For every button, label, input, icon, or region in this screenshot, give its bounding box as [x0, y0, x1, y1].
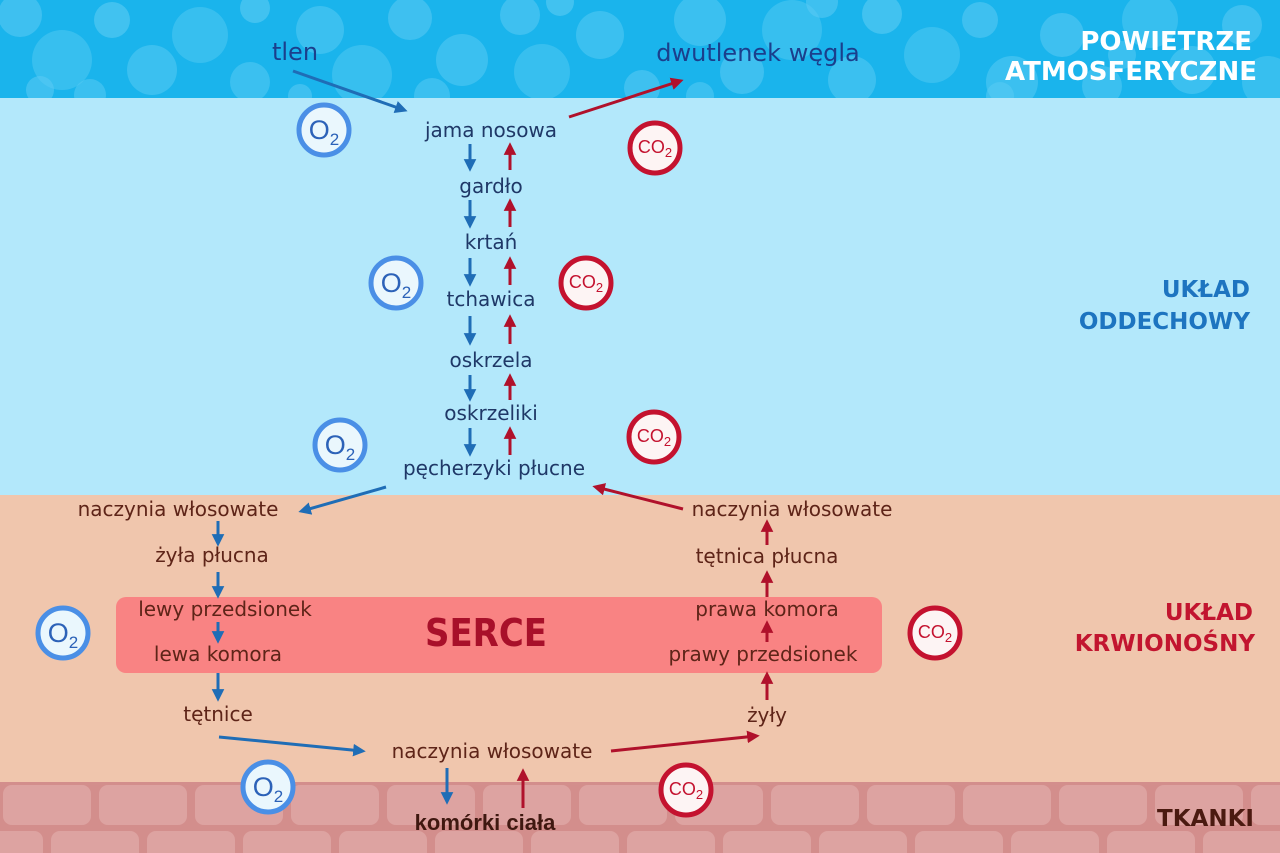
bubble: [1222, 5, 1262, 45]
bubble: [720, 50, 764, 94]
bubble: [1040, 13, 1084, 57]
alveoli-to-capillaries-arrow: [298, 485, 387, 515]
bubble: [32, 30, 92, 90]
o2-badge: O2: [312, 417, 368, 473]
svg-text:O2: O2: [48, 618, 78, 652]
o2-badge: O2: [296, 102, 352, 158]
bubble: [1242, 56, 1280, 98]
atmosphere-label-line1: POWIETRZE: [1080, 27, 1252, 57]
svg-text:O2: O2: [325, 430, 355, 464]
carbon-dioxide-label: dwutlenek węgla: [656, 39, 859, 67]
bubble: [1168, 46, 1216, 94]
svg-text:O2: O2: [253, 772, 283, 806]
left-ventricle: lewa komora: [154, 642, 282, 666]
circulatory-system-label-line2: KRWIONOŚNY: [1075, 629, 1256, 657]
airway-bronchi: oskrzela: [449, 348, 532, 372]
svg-text:CO2: CO2: [918, 622, 952, 645]
svg-text:CO2: CO2: [669, 779, 703, 802]
pulmonary-vein: żyła płucna: [155, 543, 269, 567]
bubble: [986, 82, 1014, 98]
co2-badge: CO2: [658, 762, 714, 818]
airway-bronchioles: oskrzeliki: [444, 401, 538, 425]
bubble: [1082, 66, 1122, 98]
co2-badge: CO2: [627, 120, 683, 176]
bubble: [436, 34, 488, 86]
svg-text:O2: O2: [381, 268, 411, 302]
tissues-label: TKANKI: [1157, 806, 1254, 832]
svg-text:CO2: CO2: [569, 272, 603, 295]
bubble: [230, 62, 270, 98]
right-atrium: prawy przedsionek: [669, 642, 858, 666]
svg-text:CO2: CO2: [638, 137, 672, 160]
bubble: [904, 27, 960, 83]
atmosphere-bubbles: [0, 0, 1280, 98]
airway-pharynx: gardło: [459, 174, 522, 198]
left-atrium: lewy przedsionek: [138, 597, 312, 621]
bubble: [514, 44, 570, 98]
respiratory-system-label-line2: ODDECHOWY: [1079, 309, 1250, 335]
o2-badge: O2: [35, 605, 91, 661]
co2-exhale-arrow: [568, 77, 684, 119]
pulmonary-capillaries-right: naczynia włosowate: [692, 497, 893, 521]
bubble: [74, 79, 106, 98]
co2-badge: CO2: [558, 255, 614, 311]
respiratory-system-label-line1: UKŁAD: [1162, 277, 1250, 303]
airway-trachea: tchawica: [447, 287, 536, 311]
bubble: [500, 0, 540, 35]
bubble: [862, 0, 902, 34]
oxygen-inhale-arrow: [292, 69, 408, 114]
airway-larynx: krtań: [465, 230, 518, 254]
bubble: [686, 82, 714, 98]
bubble: [674, 0, 726, 46]
svg-text:O2: O2: [309, 115, 339, 149]
bubble: [26, 76, 54, 98]
body-cells-label: komórki ciała: [415, 810, 556, 835]
circulatory-system-label-line1: UKŁAD: [1165, 600, 1253, 626]
bubble: [94, 2, 130, 38]
o2-badge: O2: [368, 255, 424, 311]
veins: żyły: [747, 703, 787, 727]
bubble: [806, 0, 838, 18]
bubble: [1122, 0, 1178, 48]
bubble: [1108, 41, 1136, 69]
arteries-to-capillaries-arrow: [218, 735, 366, 757]
o2-badge: O2: [240, 759, 296, 815]
bubble: [288, 84, 312, 98]
bubble: [127, 45, 177, 95]
svg-text:CO2: CO2: [637, 426, 671, 449]
body-capillaries: naczynia włosowate: [392, 739, 593, 763]
pulmonary-capillaries-left: naczynia włosowate: [78, 497, 279, 521]
bubble: [0, 0, 42, 37]
capillaries-to-alveoli-arrow: [592, 483, 684, 511]
airway-nasal-cavity: jama nosowa: [424, 118, 557, 142]
bubble: [962, 2, 998, 38]
arteries: tętnice: [183, 702, 253, 726]
bubble: [414, 78, 450, 98]
capillaries-to-veins-arrow: [610, 730, 760, 753]
bubble: [172, 7, 228, 63]
atmosphere-label-line2: ATMOSFERYCZNE: [1005, 57, 1257, 87]
co2-badge: CO2: [626, 409, 682, 465]
bubble: [388, 0, 432, 40]
bubble: [546, 0, 574, 16]
heart-label: SERCE: [425, 611, 547, 655]
airway-alveoli: pęcherzyki płucne: [403, 456, 585, 480]
oxygen-label: tlen: [272, 38, 318, 66]
bubble: [762, 0, 822, 60]
bubble: [332, 45, 392, 98]
pulmonary-artery: tętnica płucna: [696, 544, 839, 568]
heart-box: [116, 597, 882, 673]
right-ventricle: prawa komora: [695, 597, 838, 621]
co2-badge: CO2: [907, 605, 963, 661]
bubble: [576, 11, 624, 59]
bubble: [828, 56, 876, 98]
tissue-cells-pattern: [0, 782, 1280, 853]
bubble: [296, 6, 344, 54]
bubble: [240, 0, 270, 23]
